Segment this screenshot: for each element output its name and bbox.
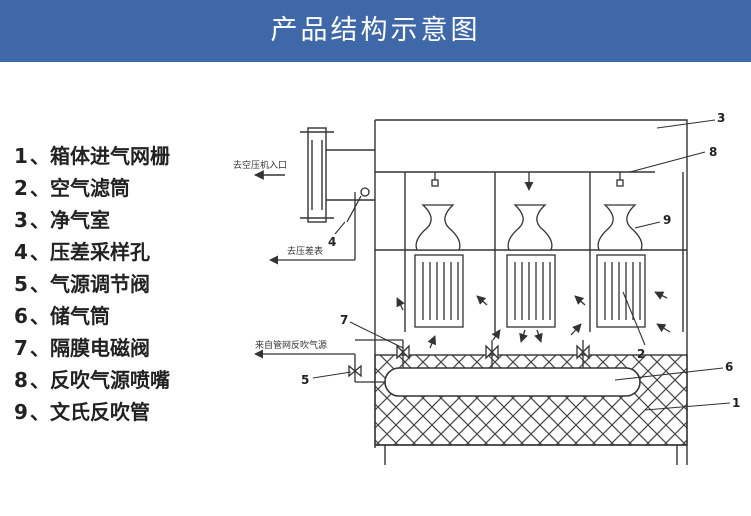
legend-number: 7 xyxy=(14,336,28,360)
pressure-port xyxy=(269,187,370,265)
legend-number: 6 xyxy=(14,304,28,328)
legend-separator: 、 xyxy=(30,240,50,264)
legend-label: 储气筒 xyxy=(50,304,110,328)
page-title: 产品结构示意图 xyxy=(270,15,481,46)
legend-label: 隔膜电磁阀 xyxy=(50,336,150,360)
legend-label: 空气滤筒 xyxy=(50,176,130,200)
callout-7: 7 xyxy=(340,313,348,327)
legend-label: 净气室 xyxy=(50,208,110,232)
legend-separator: 、 xyxy=(30,304,50,328)
title-banner: 产品结构示意图 xyxy=(0,0,751,62)
filter-structure-diagram: 去空压机入口 去压差表 xyxy=(233,111,740,465)
callout-6: 6 xyxy=(725,360,733,374)
legend-item: 8、反吹气源喷嘴 xyxy=(14,364,170,396)
callout-4: 4 xyxy=(328,235,336,249)
outlet-label: 去空压机入口 xyxy=(233,159,287,171)
air-supply-label: 来自管网反吹气源 xyxy=(255,339,327,351)
legend-item: 4、压差采样孔 xyxy=(14,236,170,268)
legend-number: 4 xyxy=(14,240,28,264)
callout-leaders xyxy=(312,119,731,411)
callout-9: 9 xyxy=(663,213,671,227)
air-supply-valve xyxy=(254,349,385,383)
legend-separator: 、 xyxy=(30,144,50,168)
airflow-arrows xyxy=(396,291,671,349)
legend-item: 6、储气筒 xyxy=(14,300,170,332)
legend-item: 5、气源调节阀 xyxy=(14,268,170,300)
legend-separator: 、 xyxy=(30,400,50,424)
legend-separator: 、 xyxy=(30,368,50,392)
filter-cartridges xyxy=(414,254,646,328)
callout-2: 2 xyxy=(637,347,645,361)
legend-number: 9 xyxy=(14,400,28,424)
legend-number: 8 xyxy=(14,368,28,392)
venturi-tubes xyxy=(415,204,643,251)
legend-label: 气源调节阀 xyxy=(50,272,150,296)
diaphragm-valves xyxy=(355,339,590,368)
legend-number: 5 xyxy=(14,272,28,296)
legend-number: 2 xyxy=(14,176,28,200)
callout-5: 5 xyxy=(301,373,309,387)
callout-3: 3 xyxy=(717,111,725,125)
legend-separator: 、 xyxy=(30,272,50,296)
legend-label: 反吹气源喷嘴 xyxy=(50,368,170,392)
callout-8: 8 xyxy=(709,145,717,159)
legend-item: 1、箱体进气网栅 xyxy=(14,140,170,172)
legend-item: 2、空气滤筒 xyxy=(14,172,170,204)
outlet-pipe xyxy=(254,127,375,223)
legend-separator: 、 xyxy=(30,176,50,200)
legend-label: 箱体进气网栅 xyxy=(50,144,170,168)
legend-label: 文氏反吹管 xyxy=(50,400,150,424)
pressure-label: 去压差表 xyxy=(287,245,323,257)
nozzles xyxy=(431,172,624,191)
legend-item: 3、净气室 xyxy=(14,204,170,236)
legend-separator: 、 xyxy=(30,208,50,232)
legend-number: 3 xyxy=(14,208,28,232)
air-storage-tank xyxy=(384,367,641,397)
legend-label: 压差采样孔 xyxy=(50,240,150,264)
component-legend: 1、箱体进气网栅 2、空气滤筒 3、净气室 4、压差采样孔 5、气源调节阀 6、… xyxy=(14,140,170,428)
callout-numbers: 3 8 9 4 7 2 6 5 1 xyxy=(301,111,740,410)
legend-number: 1 xyxy=(14,144,28,168)
callout-1: 1 xyxy=(732,396,740,410)
legend-item: 7、隔膜电磁阀 xyxy=(14,332,170,364)
legend-separator: 、 xyxy=(30,336,50,360)
legend-item: 9、文氏反吹管 xyxy=(14,396,170,428)
